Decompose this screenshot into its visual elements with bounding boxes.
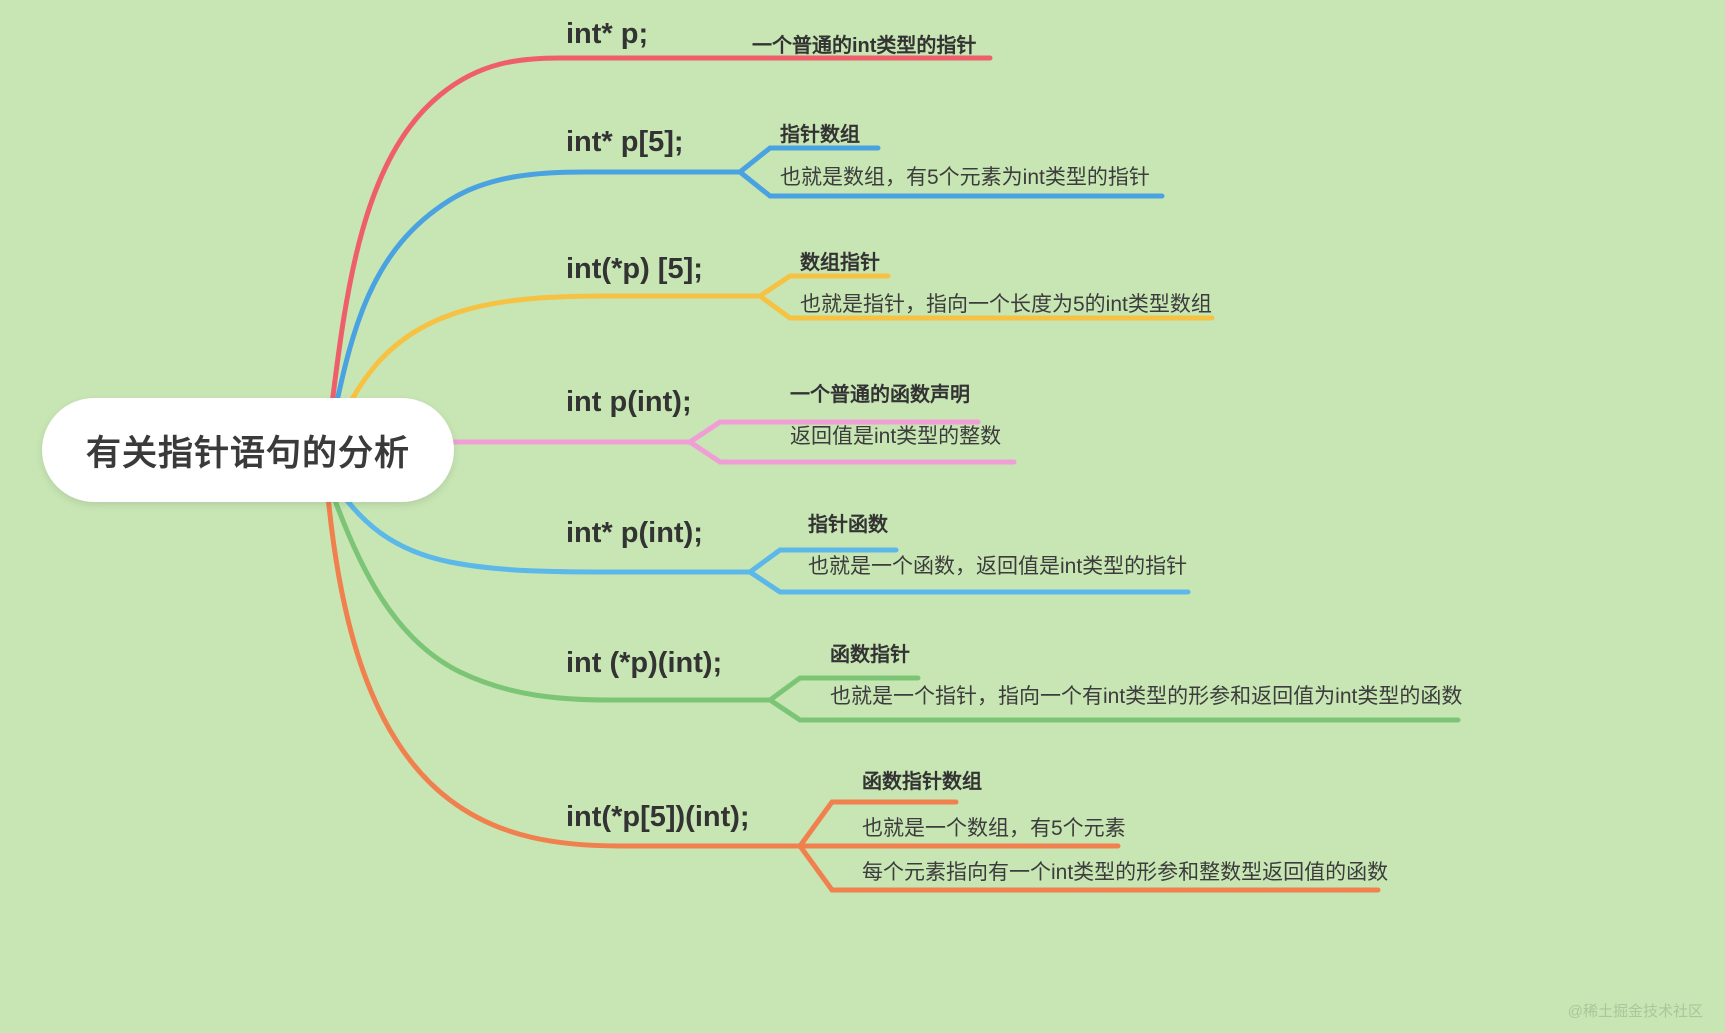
root-node[interactable]: 有关指针语句的分析	[42, 398, 454, 502]
branch-3-child-2[interactable]: 也就是指针，指向一个长度为5的int类型数组	[800, 293, 1212, 316]
branch-5-child-1[interactable]: 指针函数	[808, 514, 888, 536]
branch-6-child-2[interactable]: 也就是一个指针，指向一个有int类型的形参和返回值为int类型的函数	[830, 685, 1463, 708]
branch-7-child-3[interactable]: 每个元素指向有一个int类型的形参和整数型返回值的函数	[862, 861, 1389, 884]
branch-6-topic[interactable]: int (*p)(int);	[566, 647, 723, 679]
branch-5-child-2[interactable]: 也就是一个函数，返回值是int类型的指针	[808, 555, 1188, 578]
branch-7-child-1[interactable]: 函数指针数组	[862, 771, 982, 793]
branch-line-1	[327, 55, 993, 423]
branch-4-topic[interactable]: int p(int);	[566, 386, 692, 418]
branch-2-child-2[interactable]: 也就是数组，有5个元素为int类型的指针	[780, 166, 1150, 189]
branch-7-child-2[interactable]: 也就是一个数组，有5个元素	[862, 817, 1126, 840]
branch-6-child-1[interactable]: 函数指针	[830, 644, 910, 666]
watermark: @稀土掘金技术社区	[1567, 1003, 1703, 1020]
branch-1-topic[interactable]: int* p;	[566, 18, 649, 50]
branch-2-topic[interactable]: int* p[5];	[566, 126, 684, 158]
branch-2-child-1[interactable]: 指针数组	[780, 124, 860, 146]
branch-7-topic[interactable]: int(*p[5])(int);	[566, 801, 750, 833]
branch-3-topic[interactable]: int(*p) [5];	[566, 253, 703, 285]
branch-5-topic[interactable]: int* p(int);	[566, 517, 703, 549]
branch-4-child-1[interactable]: 一个普通的函数声明	[790, 384, 970, 406]
branch-1-child-1[interactable]: 一个普通的int类型的指针	[752, 35, 977, 57]
branch-3-child-1[interactable]: 数组指针	[800, 252, 880, 274]
branch-4-child-2[interactable]: 返回值是int类型的整数	[790, 425, 1002, 448]
root-node-label: 有关指针语句的分析	[85, 433, 410, 473]
